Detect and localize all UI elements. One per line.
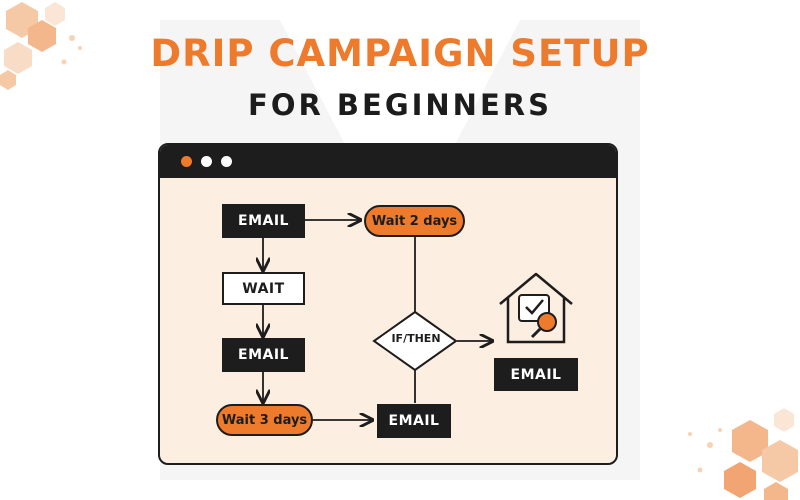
wait-3-days-node: Wait 3 days [216,404,313,436]
email-final-node: EMAIL [494,358,578,391]
if-then-label: IF/THEN [391,332,441,345]
page-title: DRIP CAMPAIGN SETUP [150,32,650,75]
wait-2-days-node: Wait 2 days [364,205,465,237]
email-node-1: EMAIL [222,204,305,238]
email-node-3: EMAIL [377,404,451,438]
email-node-2: EMAIL [222,338,305,372]
wait-node: WAIT [222,272,305,305]
window-titlebar [160,145,616,178]
if-then-diamond [372,310,458,372]
window-dot-orange [181,156,192,167]
page-subtitle: FOR BEGINNERS [248,88,552,122]
window-dot-white [221,156,232,167]
house-check-magnifier-icon [499,272,573,344]
window-dot-white [201,156,212,167]
